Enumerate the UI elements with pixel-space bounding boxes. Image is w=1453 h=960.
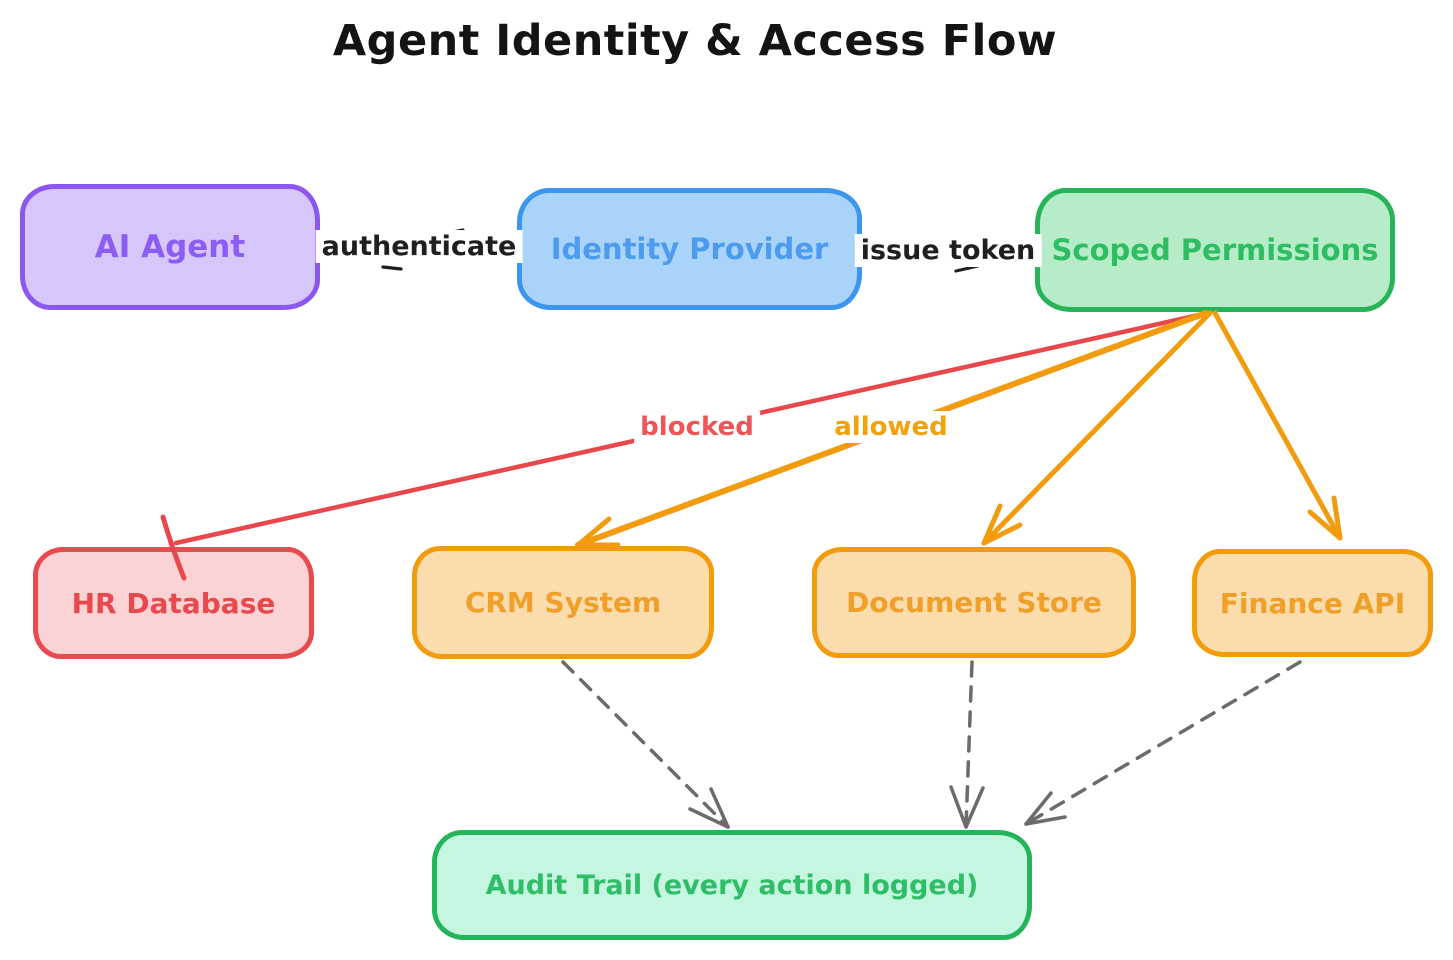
edge-label-issue-token: issue token: [854, 234, 1042, 267]
node-audit-trail: Audit Trail (every action logged): [432, 830, 1032, 940]
edge-document-store-to-audit-arrow: [949, 660, 985, 829]
node-hr-database: HR Database: [33, 547, 314, 659]
node-finance-api-label: Finance API: [1219, 586, 1406, 620]
node-document-store: Document Store: [812, 547, 1136, 658]
node-identity-provider: Identity Provider: [517, 188, 862, 310]
edge-to-document-store-arrow: [981, 310, 1213, 546]
edge-label-blocked: blocked: [634, 411, 760, 443]
node-identity-provider-label: Identity Provider: [550, 232, 829, 266]
edge-finance-api-to-audit-arrow: [1024, 660, 1302, 826]
node-audit-trail-label: Audit Trail (every action logged): [485, 869, 979, 901]
node-scoped-permissions: Scoped Permissions: [1035, 188, 1395, 312]
edge-label-authenticate: authenticate: [315, 230, 523, 263]
node-document-store-label: Document Store: [846, 586, 1102, 619]
diagram-title: Agent Identity & Access Flow: [332, 16, 1058, 66]
node-crm-system: CRM System: [412, 546, 714, 659]
node-ai-agent: AI Agent: [20, 184, 320, 310]
node-scoped-permissions-label: Scoped Permissions: [1051, 233, 1379, 267]
node-ai-agent-label: AI Agent: [94, 229, 246, 265]
edge-blocked-line: [160, 310, 1211, 581]
node-hr-database-label: HR Database: [71, 586, 276, 620]
edge-label-allowed: allowed: [828, 411, 954, 443]
node-finance-api: Finance API: [1192, 549, 1433, 657]
edge-to-finance-api-arrow: [1212, 310, 1343, 541]
edge-crm-to-audit-arrow: [561, 660, 730, 829]
node-crm-system-label: CRM System: [464, 586, 662, 619]
